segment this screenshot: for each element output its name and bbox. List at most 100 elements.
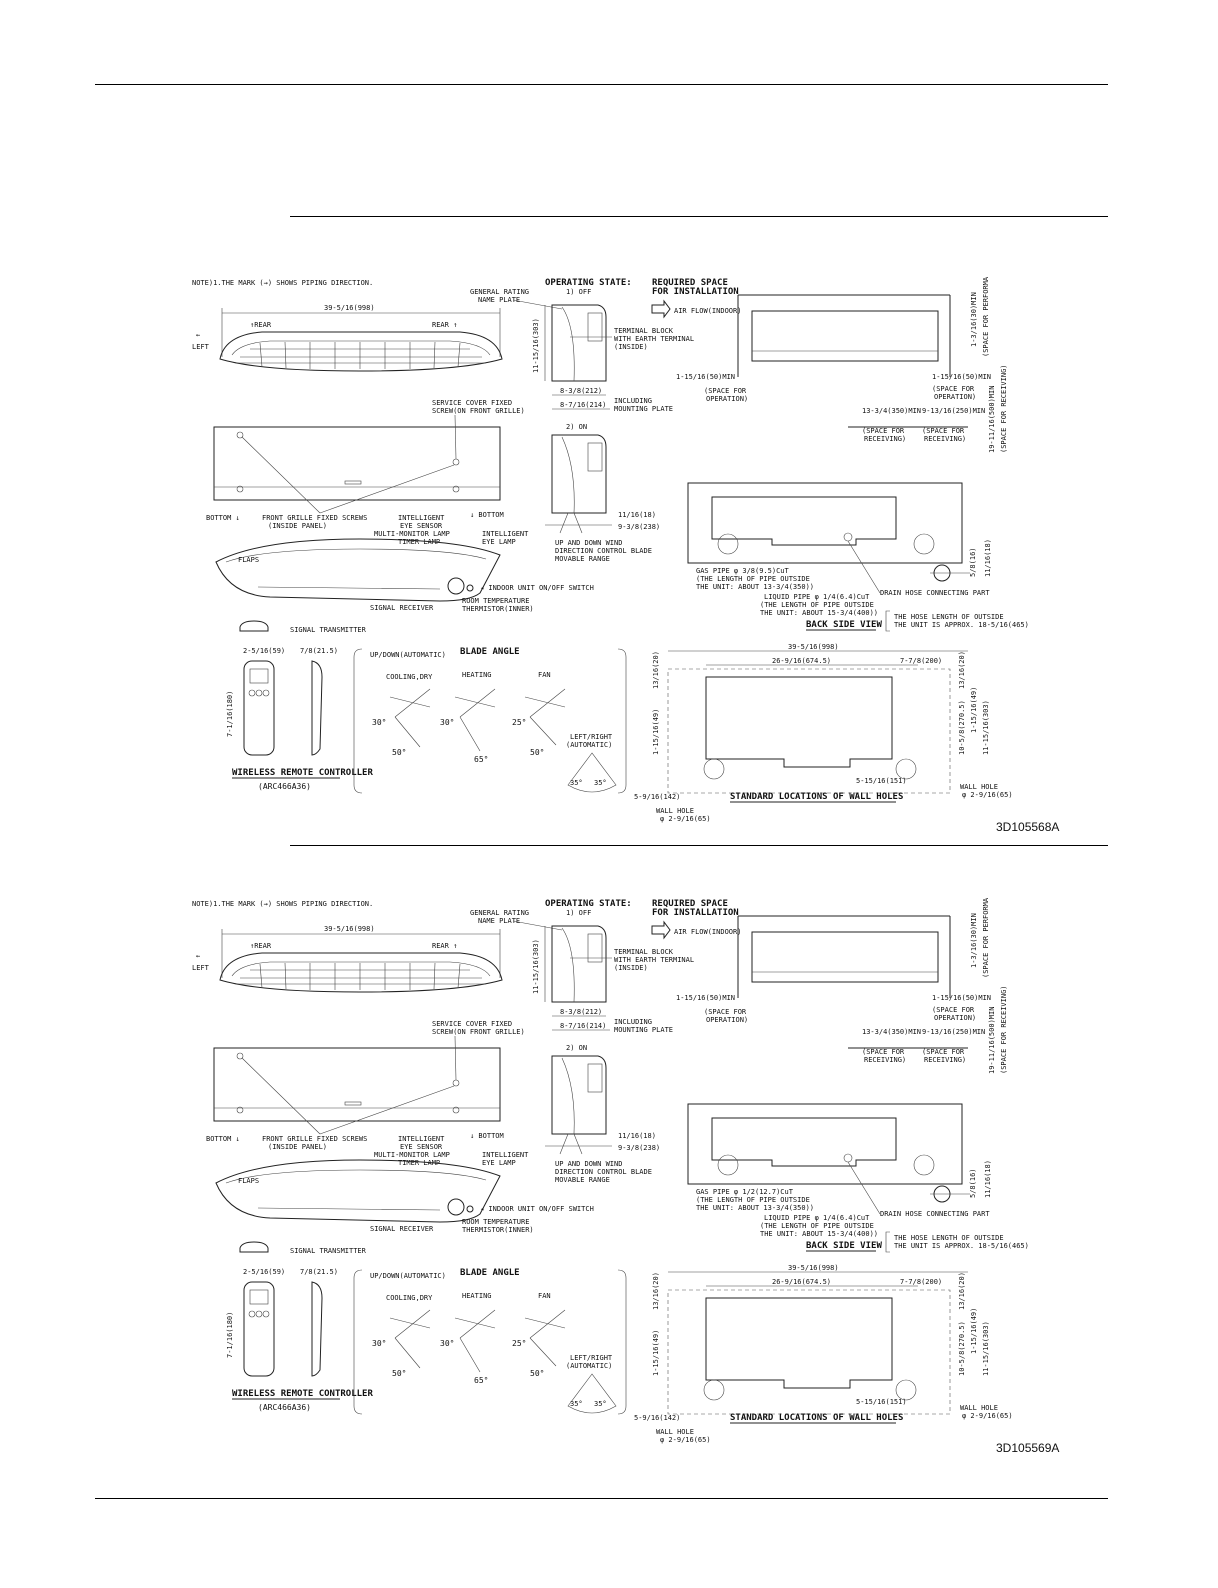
footer-rule — [95, 1498, 1108, 1499]
updown-label-1: UP AND DOWN WIND — [555, 1160, 622, 1168]
lr-angle-right: 35° — [594, 779, 607, 787]
wall-hole-plate — [705, 676, 893, 768]
intelligent-eye-lamp-label: INTELLIGENT — [482, 1151, 529, 1159]
wh-1-15b-label: 1-15/16(49) — [970, 1308, 978, 1354]
space-min-right: 1-15/16(50)MIN — [932, 373, 991, 381]
blade-angle-title: BLADE ANGLE — [460, 1268, 520, 1278]
wh-1-15-label: 1-15/16(49) — [652, 709, 660, 755]
drawing-sheet-1: NOTE)1.THE MARK (→) SHOWS PIPING DIRECTI… — [0, 277, 1218, 847]
fan-label: FAN — [538, 1292, 551, 1300]
timer-lamp-label: TIMER LAMP — [398, 538, 440, 546]
wall-hole-right — [895, 758, 917, 780]
general-rating-label: GENERAL RATING — [470, 909, 529, 917]
remote-height-label: 7-1/16(180) — [226, 691, 234, 737]
air-flow-label: AIR FLOW(INDOOR) — [674, 928, 741, 936]
inside-panel-label: (INSIDE PANEL) — [268, 1143, 327, 1151]
space-op-left-2: OPERATION) — [706, 1016, 748, 1024]
unit-front-view — [213, 426, 501, 501]
space-unit — [751, 931, 939, 983]
automatic-label: (AUTOMATIC) — [566, 1362, 612, 1370]
air-flow-label: AIR FLOW(INDOOR) — [674, 307, 741, 315]
drawing-code: 3D105568A — [996, 820, 1059, 834]
std-locations-title: STANDARD LOCATIONS OF WALL HOLES — [730, 1413, 903, 1423]
mounting-plate-label: MOUNTING PLATE — [614, 405, 673, 413]
wh-5-15-label: 5-15/16(151) — [856, 777, 907, 785]
remote-front — [243, 1281, 275, 1377]
angle-cool-up: 30° — [372, 718, 386, 727]
angle-heat-down: 65° — [474, 755, 488, 764]
space-op-left-1: (SPACE FOR — [704, 387, 747, 395]
liquid-length-label: (THE LENGTH OF PIPE OUTSIDE — [760, 601, 874, 609]
depth-dim-1: 8-3/8(212) — [560, 387, 602, 395]
space-op-right-2: OPERATION) — [934, 1014, 976, 1022]
unit-top-view — [219, 331, 503, 372]
top-min-label: 1-3/16(30)MIN — [970, 913, 978, 968]
updown-label-2: DIRECTION CONTROL BLADE — [555, 547, 652, 555]
left-arrow-label: ← — [196, 952, 200, 960]
lr-angle-left: 35° — [570, 1400, 583, 1408]
header-rule — [95, 84, 1108, 85]
dim-11-16b-label: 11/16(18) — [984, 539, 992, 577]
service-cover-label-2: SCREW(ON FRONT GRILLE) — [432, 407, 525, 415]
signal-receiver-label: SIGNAL RECEIVER — [370, 1225, 434, 1233]
unit-on-side-view — [551, 434, 607, 514]
wh-11-15-label: 11-15/16(303) — [982, 1321, 990, 1376]
unit-flaps-view — [215, 538, 501, 602]
wh-5-15-label: 5-15/16(151) — [856, 1398, 907, 1406]
depth-dim-1: 8-3/8(212) — [560, 1008, 602, 1016]
flaps-label: FLAPS — [238, 556, 259, 564]
fan-label: FAN — [538, 671, 551, 679]
space-recv-left-1: (SPACE FOR — [862, 427, 905, 435]
dim-9-3-8-label: 9-3/8(238) — [618, 1144, 660, 1152]
rear-label-left: ↑REAR — [250, 321, 272, 329]
section-rule-middle — [290, 845, 1108, 846]
std-locations-title: STANDARD LOCATIONS OF WALL HOLES — [730, 792, 903, 802]
wh-26-label: 26-9/16(674.5) — [772, 1278, 831, 1286]
back-side-frame — [687, 1103, 963, 1185]
drain-hose-label: DRAIN HOSE CONNECTING PART — [880, 1210, 990, 1218]
wh-7-label: 7-7/8(200) — [900, 1278, 942, 1286]
remote-width-label: 2-5/16(59) — [243, 1268, 285, 1276]
space-recv-vert-label: (SPACE FOR RECEIVING) — [1000, 364, 1008, 453]
depth-dim-2: 8-7/16(214) — [560, 1022, 606, 1030]
remote-model: (ARC466A36) — [258, 782, 311, 791]
dimension-drawing: NOTE)1.THE MARK (→) SHOWS PIPING DIRECTI… — [192, 898, 1059, 1455]
space-recv-vert-label: (SPACE FOR RECEIVING) — [1000, 985, 1008, 1074]
blade-angle-title: BLADE ANGLE — [460, 647, 520, 657]
wall-hole-label-right: WALL HOLE — [960, 783, 998, 791]
rear-label-right: REAR ↑ — [432, 321, 457, 329]
top-grille-lines — [236, 341, 486, 369]
space-min-left: 1-15/16(50)MIN — [676, 994, 735, 1002]
updown-label-1: UP AND DOWN WIND — [555, 539, 622, 547]
eye-sensor-label: EYE SENSOR — [400, 522, 443, 530]
angle-fan-up: 25° — [512, 1339, 526, 1348]
space-recv-right-2: RECEIVING) — [924, 435, 966, 443]
eye-sensor-label: EYE SENSOR — [400, 1143, 443, 1151]
dim-5-8-label: 5/8(16) — [969, 1168, 977, 1198]
thermistor-label: THERMISTOR(INNER) — [462, 1226, 534, 1234]
dim-9-3-8-label: 9-3/8(238) — [618, 523, 660, 531]
space-wall-hatch — [737, 294, 968, 428]
operating-state-title: OPERATING STATE: — [545, 278, 632, 288]
unit-flaps-view — [215, 1159, 501, 1223]
angle-heat-up: 30° — [440, 1339, 454, 1348]
remote-side — [311, 660, 323, 756]
cooling-dry-label: COOLING,DRY — [386, 673, 433, 681]
leftright-fan — [567, 752, 617, 793]
wall-hole-dia-right: φ 2-9/16(65) — [962, 791, 1013, 799]
remote-height-label: 7-1/16(180) — [226, 1312, 234, 1358]
leftright-label: LEFT/RIGHT — [570, 733, 613, 741]
space-recv-right: 9-13/16(250)MIN — [922, 1028, 985, 1036]
updown-automatic-label: UP/DOWN(AUTOMATIC) — [370, 651, 446, 659]
rear-label-right: REAR ↑ — [432, 942, 457, 950]
hose-length-label: THE HOSE LENGTH OF OUTSIDE — [894, 613, 1004, 621]
wall-hole-label-right: WALL HOLE — [960, 1404, 998, 1412]
left-arrow-label: ← — [196, 331, 200, 339]
updown-label-3: MOVABLE RANGE — [555, 555, 610, 563]
operating-state-title: OPERATING STATE: — [545, 899, 632, 909]
wh-10-5-label: 10-5/8(270.5) — [958, 1321, 966, 1376]
note-text: NOTE)1.THE MARK (→) SHOWS PIPING DIRECTI… — [192, 900, 373, 908]
vert-min-label: 19-11/16(500)MIN — [988, 386, 996, 453]
remote-front — [243, 660, 275, 756]
heating-label: HEATING — [462, 671, 492, 679]
